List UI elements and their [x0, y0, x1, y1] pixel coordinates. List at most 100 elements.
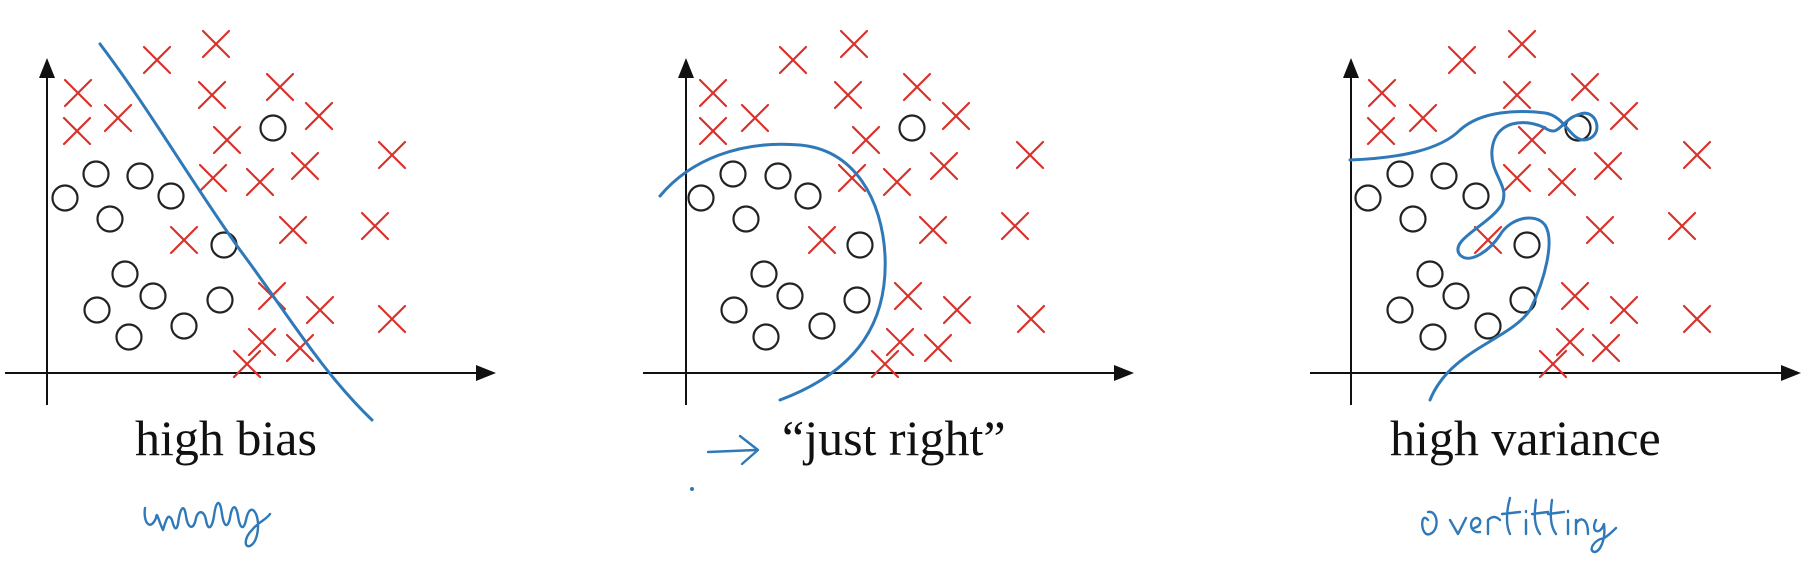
circle-point [51, 184, 79, 212]
circle-point [764, 162, 792, 190]
cross-point [1366, 116, 1396, 146]
circle-point [1354, 184, 1382, 212]
cross-point [63, 78, 93, 108]
cross-point [169, 225, 199, 255]
cross-point [1000, 211, 1030, 241]
cross-point [807, 225, 837, 255]
circle-point [732, 205, 760, 233]
cross-point [893, 281, 923, 311]
x-axis-arrow [1114, 365, 1134, 381]
cross-point [1667, 211, 1697, 241]
cross-point [837, 163, 867, 193]
circle-point [720, 296, 748, 324]
cross-point [941, 101, 971, 131]
cross-point [377, 304, 407, 334]
cross-point [198, 163, 228, 193]
circle-point [1474, 312, 1502, 340]
cross-point [870, 349, 900, 379]
cross-point [1570, 72, 1600, 102]
cross-points [698, 29, 1046, 379]
cross-point [1502, 163, 1532, 193]
circle-point [1399, 205, 1427, 233]
cross-point [882, 167, 912, 197]
circle-point [898, 114, 926, 142]
x-axis-arrow [1781, 365, 1801, 381]
circle-point [846, 231, 874, 259]
cross-point [247, 327, 277, 357]
cross-point [1408, 103, 1438, 133]
circle-point [126, 162, 154, 190]
handwritten-note-overfitting [1421, 496, 1618, 554]
handwritten-note-underfitting [143, 501, 272, 548]
cross-point [1015, 140, 1045, 170]
cross-point [103, 103, 133, 133]
cross-points [1366, 29, 1712, 379]
panel-just-right: “just right” [643, 29, 1134, 491]
cross-points [62, 29, 407, 379]
cross-point [923, 333, 953, 363]
circle-point [1386, 296, 1414, 324]
cross-point [833, 80, 863, 110]
cross-point [197, 80, 227, 110]
circle-point [752, 323, 780, 351]
cross-point [1016, 304, 1046, 334]
circle-point [170, 312, 198, 340]
cross-point [245, 167, 275, 197]
circle-point [1416, 260, 1444, 288]
panel-title: high variance [1390, 410, 1661, 466]
circle-point [1419, 323, 1447, 351]
cross-point [1609, 101, 1639, 131]
circle-point [1386, 160, 1414, 188]
cross-point [918, 215, 948, 245]
circle-point [115, 323, 143, 351]
circle-point [1462, 182, 1490, 210]
cross-point [1591, 333, 1621, 363]
circle-point [206, 286, 234, 314]
circle-point [687, 184, 715, 212]
circle-point [794, 182, 822, 210]
circle-point [210, 231, 238, 259]
cross-point [698, 116, 728, 146]
cross-point [778, 45, 808, 75]
cross-point [1473, 225, 1503, 255]
cross-point [1682, 140, 1712, 170]
cross-point [285, 333, 315, 363]
panel-high-variance: high variance [1310, 29, 1801, 554]
circle-point [776, 282, 804, 310]
cross-point [1367, 78, 1397, 108]
circle-point [139, 282, 167, 310]
y-axis-arrow [1343, 58, 1359, 78]
axes [1310, 58, 1801, 405]
cross-point [1682, 304, 1712, 334]
cross-point [839, 29, 869, 59]
cross-point [1538, 349, 1568, 379]
circle-point [1513, 231, 1541, 259]
circle-point [157, 182, 185, 210]
circle-points [687, 114, 926, 351]
cross-point [377, 140, 407, 170]
cross-point [1593, 151, 1623, 181]
y-axis-arrow [39, 58, 55, 78]
x-axis-arrow [476, 365, 496, 381]
cross-point [902, 72, 932, 102]
circle-point [750, 260, 778, 288]
cross-point [698, 78, 728, 108]
cross-point [278, 215, 308, 245]
circle-point [808, 312, 836, 340]
decision-boundary-wiggly [1348, 110, 1599, 402]
cross-point [1609, 295, 1639, 325]
cross-point [1507, 29, 1537, 59]
cross-point [360, 211, 390, 241]
circle-point [1442, 282, 1470, 310]
cross-point [740, 103, 770, 133]
axes [5, 58, 496, 405]
cross-point [212, 125, 242, 155]
cross-point [851, 125, 881, 155]
cross-point [1547, 167, 1577, 197]
cross-point [1585, 215, 1615, 245]
cross-point [142, 45, 172, 75]
circle-point [96, 205, 124, 233]
ink-dot [690, 487, 694, 491]
circle-point [82, 160, 110, 188]
